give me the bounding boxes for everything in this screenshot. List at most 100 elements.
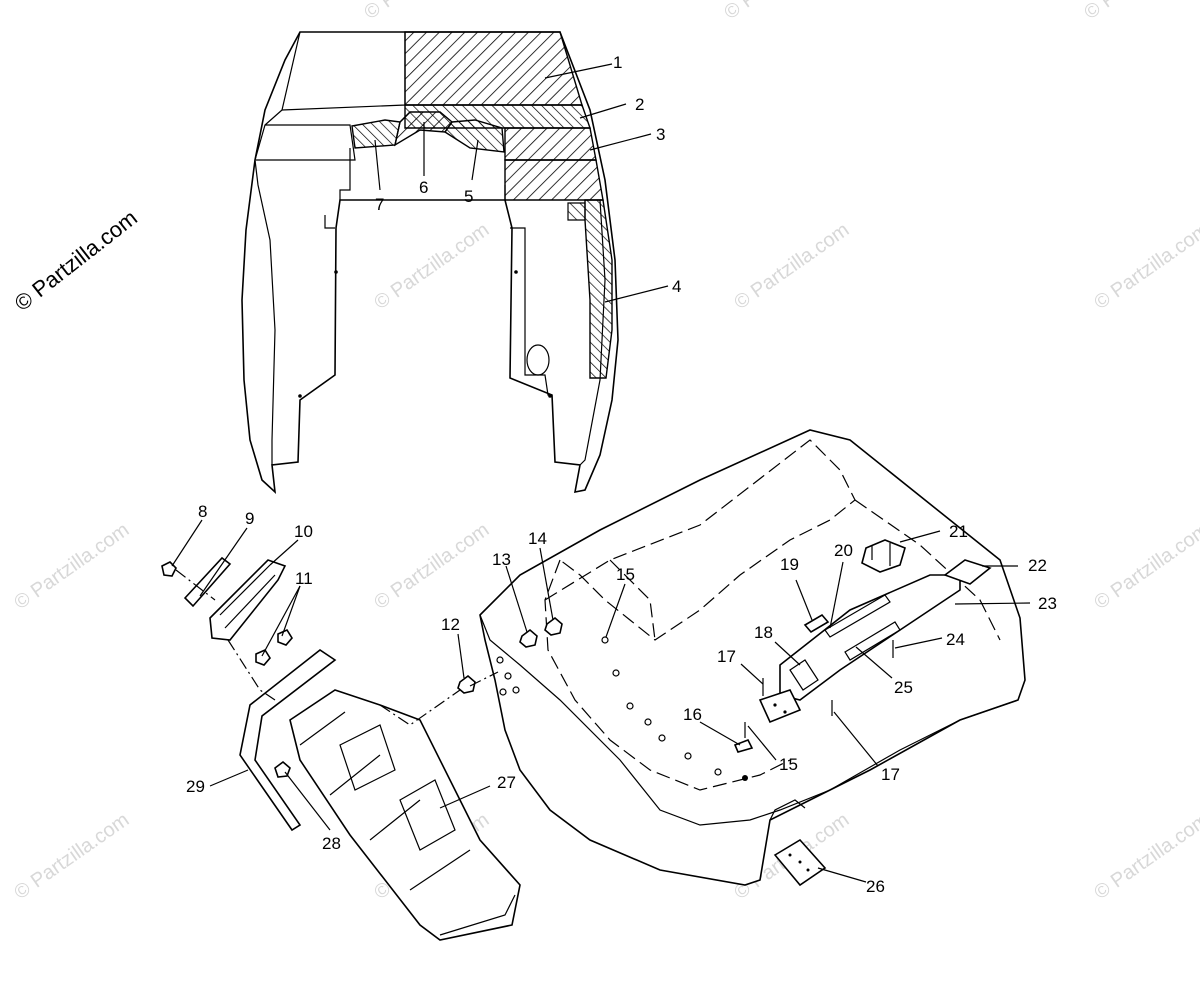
- seat-mount-hole: [644, 718, 652, 726]
- callout-14: 14: [528, 529, 547, 548]
- hood-panel-line: [256, 124, 356, 161]
- callout-17: 17: [717, 647, 736, 666]
- bumper-27-detail: [439, 894, 516, 936]
- hood-inner-line: [339, 148, 351, 200]
- bracket-10: [209, 559, 287, 641]
- seat-cushion-outline: [609, 559, 656, 641]
- watermark-text: © Partzilla.com: [1080, 0, 1200, 24]
- rail-29: [239, 649, 337, 832]
- hood-panel-line: [254, 159, 276, 465]
- watermark-text: © Partzilla.com: [1090, 219, 1200, 314]
- bumper-27: [289, 689, 521, 941]
- watermark-text: © Partzilla.com: [370, 519, 493, 614]
- seat-mount-hole: [684, 752, 692, 760]
- seat-cushion-outline: [854, 499, 1001, 641]
- callout-21: 21: [949, 522, 968, 541]
- latch-21: [861, 539, 906, 573]
- seat-mount-hole: [714, 768, 722, 776]
- hood-assembly: [241, 31, 619, 495]
- callout-15: 15: [616, 565, 635, 584]
- callout-13: 13: [492, 550, 511, 569]
- seat-base: [479, 429, 1026, 886]
- callout-5: 5: [464, 187, 473, 206]
- seat-mount-hole: [499, 688, 507, 696]
- seat-edge: [479, 614, 1019, 826]
- watermark-text: © Partzilla.com: [730, 219, 853, 314]
- seat-strap-slot: [844, 621, 901, 661]
- bracket-16: [733, 738, 754, 753]
- hood-rivet: [298, 394, 302, 398]
- seat-mount-hole: [512, 686, 520, 694]
- seat-cushion-outline: [544, 439, 856, 641]
- callout-11: 11: [295, 569, 313, 588]
- bumper-27-detail: [339, 724, 396, 791]
- watermark-text: © Partzilla.com: [370, 219, 493, 314]
- callout-25: 25: [894, 678, 913, 697]
- seat-strap-slot: [824, 594, 891, 638]
- watermark-text: © Partzilla.com: [720, 0, 843, 24]
- callout-10: 10: [294, 522, 313, 541]
- bumper-27-detail: [299, 711, 471, 891]
- pad-22: [943, 559, 992, 585]
- callout-3: 3: [656, 125, 665, 144]
- screw-15: [742, 775, 748, 781]
- callout-15: 15: [779, 755, 798, 774]
- hinge-plate-hole: [783, 710, 787, 714]
- decal-4: [584, 199, 613, 379]
- watermark-text: © Partzilla.com: [1090, 519, 1200, 614]
- patch-hole: [806, 868, 810, 872]
- callout-22: 22: [1028, 556, 1047, 575]
- bracket-10-detail: [219, 564, 276, 629]
- callout-9: 9: [245, 509, 254, 528]
- nut-12: [457, 674, 476, 694]
- decal-1: [404, 31, 583, 106]
- watermark-text: © Partzilla.com: [1090, 809, 1200, 904]
- decal-3-lower: [504, 159, 604, 201]
- callout-26: 26: [866, 877, 885, 896]
- callout-7: 7: [375, 195, 384, 214]
- callout-23: 23: [1038, 594, 1057, 613]
- hinge-plate-15: [758, 689, 802, 724]
- leader-lines: [171, 63, 1031, 883]
- latch-21-detail: [871, 543, 891, 566]
- callout-4: 4: [672, 277, 681, 296]
- callout-16: 16: [683, 705, 702, 724]
- decal-4-tab: [567, 202, 586, 221]
- watermark-text: © Partzilla.com: [10, 809, 133, 904]
- seat-mount-hole: [612, 669, 620, 677]
- hood-rivet: [548, 394, 552, 398]
- watermark-text: © Partzilla.com: [10, 519, 133, 614]
- seat-mount-hole: [626, 702, 634, 710]
- seat-assembly: [479, 429, 1026, 887]
- callout-28: 28: [322, 834, 341, 853]
- alignment-line: [175, 569, 216, 601]
- callout-24: 24: [946, 630, 965, 649]
- bumper-27-detail: [399, 779, 456, 851]
- seat-cushion-outline: [544, 559, 791, 791]
- patch-hole: [788, 853, 792, 857]
- hinge-plate-hole: [773, 703, 777, 707]
- pad-19: [803, 613, 830, 634]
- alignment-line: [379, 689, 461, 726]
- callout-27: 27: [497, 773, 516, 792]
- partzilla-watermark: © Partzilla.com: [10, 205, 142, 316]
- hood-rivet: [514, 270, 518, 274]
- patch-hole: [798, 860, 802, 864]
- callout-20: 20: [834, 541, 853, 560]
- hood-panel-line: [254, 31, 301, 161]
- callout-29: 29: [186, 777, 205, 796]
- decal-7: [351, 119, 401, 149]
- callout-2: 2: [635, 95, 644, 114]
- decal-5: [444, 119, 505, 153]
- strip-9: [183, 556, 232, 608]
- nut-13: [519, 628, 538, 648]
- callout-labels: 1 2 3 4 5 6 7 8 9 10 11 12 13 14 15 16 1…: [186, 53, 1057, 896]
- bolt-11: [277, 628, 293, 646]
- bolt-11: [255, 648, 271, 666]
- nut-14: [544, 616, 563, 636]
- callout-1: 1: [613, 53, 622, 72]
- callout-6: 6: [419, 178, 428, 197]
- seat-mount-hole: [504, 672, 512, 680]
- callout-18: 18: [754, 623, 773, 642]
